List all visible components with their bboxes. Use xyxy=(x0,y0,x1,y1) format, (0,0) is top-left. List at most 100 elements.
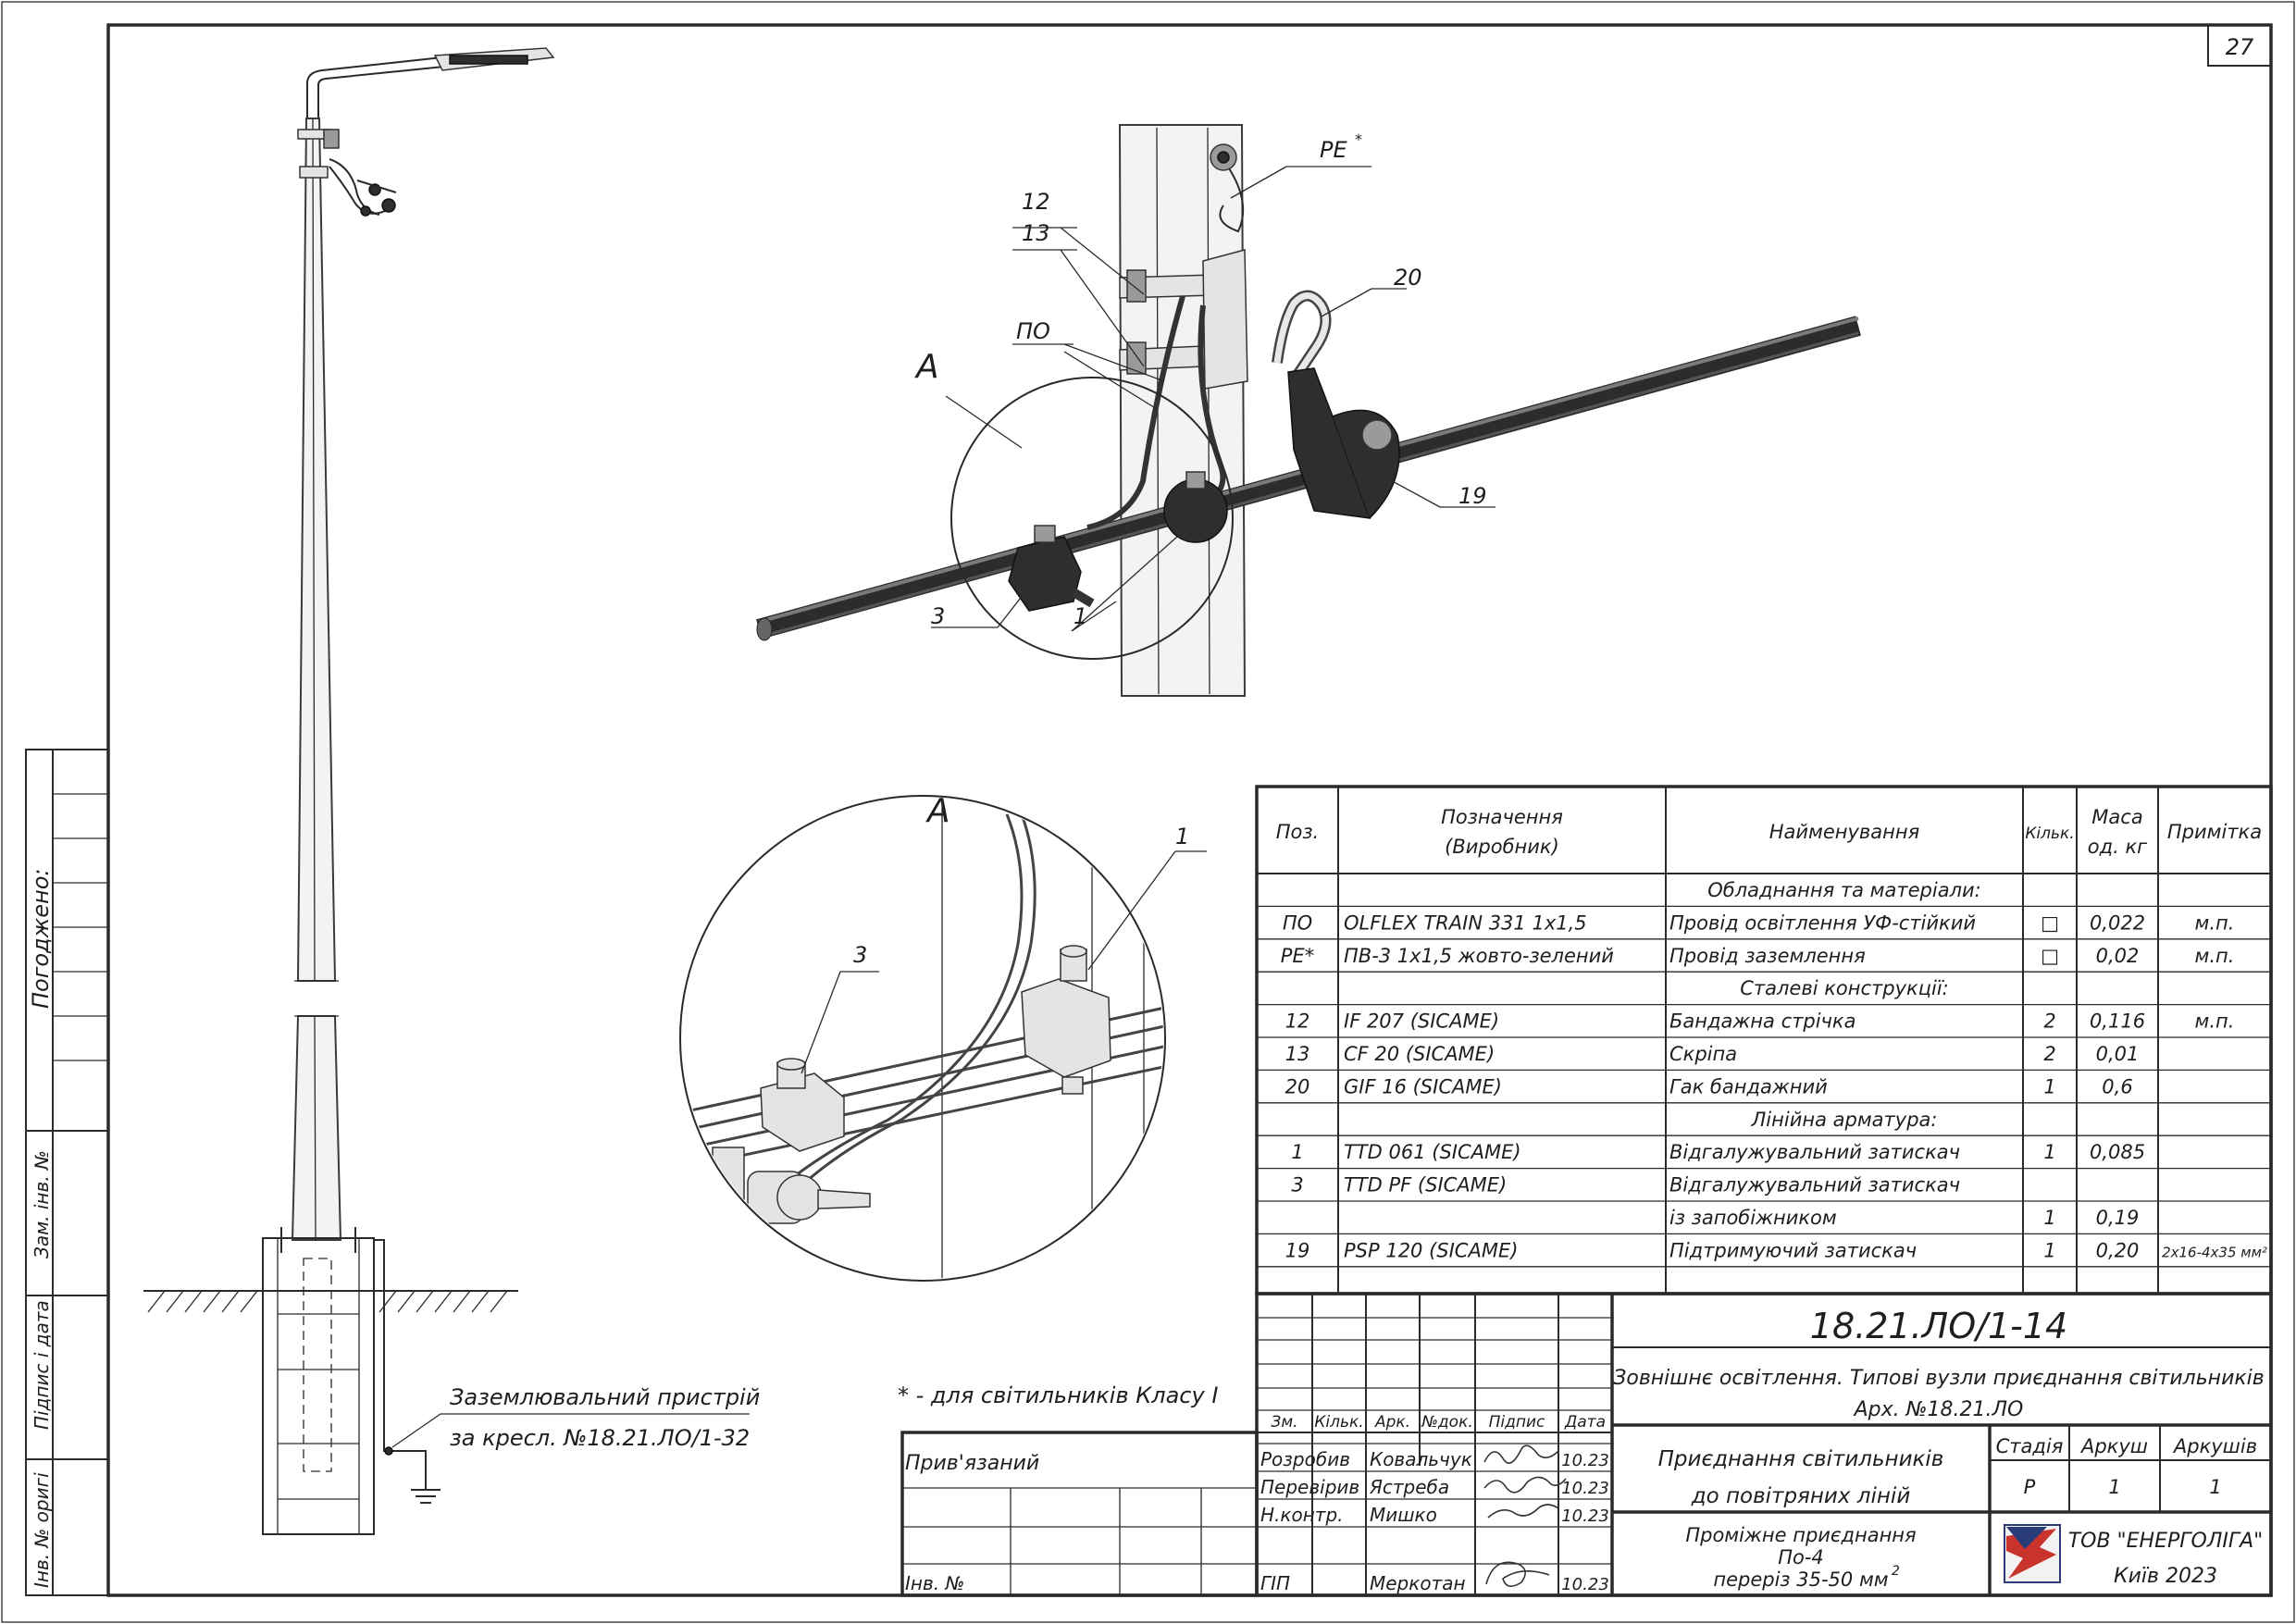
signatures xyxy=(1483,1444,1567,1587)
detail-a-title: A xyxy=(925,792,950,830)
callout-20: 20 xyxy=(1394,265,1422,291)
callout-19: 19 xyxy=(1458,483,1487,509)
spec-name: Провід заземлення xyxy=(1669,945,1866,967)
name-normcontrol: Мишко xyxy=(1370,1504,1437,1526)
spec-pos: 12 xyxy=(1285,1010,1310,1033)
node-3d-view xyxy=(756,124,1861,697)
tied-label: Прив'язаний xyxy=(905,1452,1039,1475)
date-checked: 10.23 xyxy=(1561,1479,1609,1498)
name-checked: Ястреба xyxy=(1369,1476,1449,1498)
spec-designation: IF 207 (SICAME) xyxy=(1344,1010,1499,1033)
spec-pos: 3 xyxy=(1291,1174,1303,1196)
archive-no: Арх. №18.21.ЛО xyxy=(1853,1398,2024,1421)
doc-code: 18.21.ЛО/1-14 xyxy=(1810,1306,2067,1346)
spec-name: Відгалужувальний затискач xyxy=(1669,1174,1960,1196)
stamp-signature-date: Підпис і дата xyxy=(31,1300,53,1430)
stamp-inv-original: Інв. № оригі xyxy=(31,1472,53,1588)
grounding-note-line2: за кресл. №18.21.ЛО/1-32 xyxy=(450,1425,750,1451)
callout-a: A xyxy=(914,348,939,386)
clamp-3 xyxy=(1008,536,1082,612)
head-sheet: Арк. xyxy=(1374,1413,1410,1432)
project-title: Зовнішнє освітлення. Типові вузли приєдн… xyxy=(1613,1367,2264,1390)
sheet-title-1: Приєднання світильників xyxy=(1658,1447,1944,1471)
sheet-value: 1 xyxy=(2108,1476,2120,1498)
spec-section-title: Сталеві конструкції: xyxy=(1740,977,1949,999)
inv-no-label: Інв. № xyxy=(905,1572,964,1594)
pole-lower xyxy=(291,1015,342,1241)
detail-callout-1: 1 xyxy=(1175,824,1189,849)
company-name: ТОВ "ЕНЕРГОЛІГА" xyxy=(2068,1530,2264,1553)
role-developed: Розробив xyxy=(1260,1448,1350,1470)
spec-section-title: Лінійна арматура: xyxy=(1751,1109,1938,1131)
th-name: Найменування xyxy=(1769,821,1920,843)
detail-clamp-3 xyxy=(760,1072,845,1152)
grounding-wire xyxy=(374,1239,427,1490)
stamp-replace-inv: Зам. інв. № xyxy=(31,1150,53,1258)
spec-pos: 13 xyxy=(1285,1043,1310,1065)
spec-designation: CF 20 (SICAME) xyxy=(1344,1043,1495,1065)
spec-designation: TTD 061 (SICAME) xyxy=(1344,1141,1521,1163)
ground-hatch xyxy=(147,1290,508,1313)
callout-1: 1 xyxy=(1074,603,1087,629)
drawing-title-1: Проміжне приєднання xyxy=(1685,1524,1916,1546)
role-chief-engineer: ГІП xyxy=(1260,1572,1290,1594)
drawing-title-3: переріз 35-50 мм xyxy=(1713,1568,1888,1591)
spec-pos: 20 xyxy=(1285,1075,1310,1097)
spec-note: 2х16-4х35 мм² xyxy=(2162,1244,2267,1260)
spec-note: м.п. xyxy=(2195,945,2235,967)
detail-a-circle xyxy=(950,377,1234,660)
city-year: Київ 2023 xyxy=(2114,1565,2217,1588)
spec-designation: GIF 16 (SICAME) xyxy=(1344,1075,1502,1097)
role-normcontrol: Н.контр. xyxy=(1260,1504,1344,1526)
company-logo xyxy=(2004,1524,2061,1583)
role-checked: Перевірив xyxy=(1260,1476,1359,1498)
callout-po: ПО xyxy=(1016,318,1050,344)
callout-3: 3 xyxy=(931,603,945,629)
spec-name: із запобіжником xyxy=(1669,1207,1837,1229)
date-developed: 10.23 xyxy=(1561,1451,1609,1470)
spec-pos: PE* xyxy=(1281,945,1314,967)
stage-label: Стадія xyxy=(1996,1435,2064,1457)
head-qty: Кільк. xyxy=(1314,1413,1363,1432)
title-block: 18.21.ЛО/1-14 Зовнішнє освітлення. Типов… xyxy=(900,1292,2273,1597)
spec-pos: 1 xyxy=(1291,1141,1303,1163)
spec-qty: 1 xyxy=(2043,1239,2055,1261)
spec-qty: 2 xyxy=(2043,1043,2055,1065)
spec-mass: 0,6 xyxy=(2102,1075,2132,1097)
spec-mass: 0,20 xyxy=(2096,1239,2140,1261)
footnote-class-i: * - для світильників Класу I xyxy=(898,1382,1218,1408)
callout-12: 12 xyxy=(1022,189,1050,215)
foundation xyxy=(262,1237,375,1535)
spec-pos: ПО xyxy=(1283,911,1312,934)
detail-callout-3: 3 xyxy=(853,942,867,968)
spec-qty: 1 xyxy=(2043,1075,2055,1097)
stamp-agreed: Погоджено: xyxy=(28,869,54,1009)
spec-name: Скріпа xyxy=(1669,1043,1737,1065)
spec-qty: 2 xyxy=(2043,1010,2055,1033)
spec-mass: 0,022 xyxy=(2090,911,2145,934)
sheet-number: 27 xyxy=(2226,34,2254,60)
callout-pe: PE xyxy=(1320,137,1347,163)
pole-elevation xyxy=(143,47,750,1535)
spec-name: Провід освітлення УФ-стійкий xyxy=(1669,911,1976,934)
spec-qty: 1 xyxy=(2043,1141,2055,1163)
spec-name: Підтримуючий затискач xyxy=(1669,1239,1917,1261)
spec-table: Поз. Позначення (Виробник) Найменування … xyxy=(1255,785,2273,1295)
spec-mass: 0,19 xyxy=(2096,1207,2140,1229)
th-qty: Кільк. xyxy=(2025,824,2074,843)
drawing-title-2: По-4 xyxy=(1778,1546,1824,1568)
spec-mass: 0,02 xyxy=(2096,945,2140,967)
spec-designation: ПВ-3 1x1,5 жовто-зелений xyxy=(1344,945,1614,967)
spec-mass: 0,085 xyxy=(2090,1141,2145,1163)
spec-designation: OLFLEX TRAIN 331 1x1,5 xyxy=(1344,911,1587,934)
spec-note: м.п. xyxy=(2195,1010,2235,1033)
sheet-label: Аркуш xyxy=(2079,1435,2148,1457)
date-normcontrol: 10.23 xyxy=(1561,1506,1609,1526)
side-stamp: Погоджено: Зам. інв. № Підпис і дата Інв… xyxy=(25,749,109,1596)
spec-name: Відгалужувальний затискач xyxy=(1669,1141,1960,1163)
name-chief-engineer: Меркотан xyxy=(1370,1572,1466,1594)
spec-mass: 0,116 xyxy=(2090,1010,2145,1033)
th-mass-unit: од. кг xyxy=(2088,836,2148,858)
